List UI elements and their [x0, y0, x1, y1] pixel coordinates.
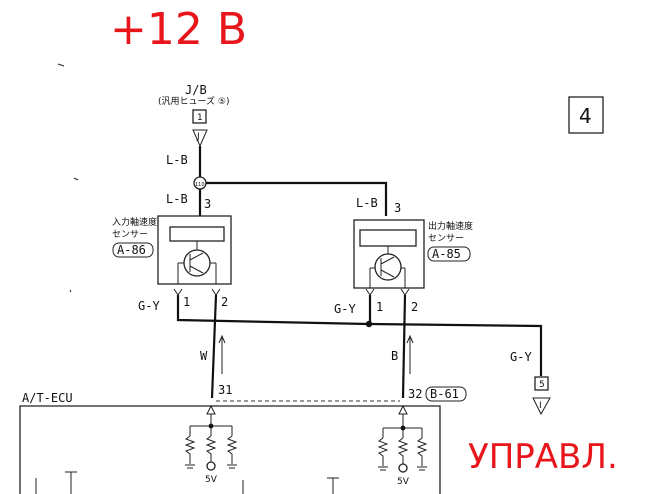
ecu-left-junction-dot	[208, 423, 214, 429]
annotation-plus-12v: +12 В	[110, 4, 247, 55]
fuse-box	[192, 109, 207, 124]
ecu-pin-31: 31	[218, 383, 232, 397]
output-sensor-code: A-85	[432, 247, 461, 261]
wire-label-b: B	[391, 349, 398, 363]
input-sensor-name-2: センサー	[112, 229, 148, 240]
input-sensor-code: A-86	[117, 243, 146, 257]
wire-signal-output	[401, 294, 407, 399]
ecu-right-ground-icon	[378, 466, 427, 471]
output-sensor-name-1: 出力軸速度	[428, 220, 473, 232]
input-sensor-pin-3: 3	[204, 197, 211, 211]
wire-label-lb-top: L-B	[166, 153, 188, 167]
ecu-pin-32-terminal-icon	[398, 404, 408, 428]
page-number: 4	[579, 104, 592, 128]
wire-ground-bus	[367, 322, 543, 376]
input-sensor-pin-2: 2	[221, 295, 228, 309]
ecu-bottom-terminals	[35, 471, 339, 494]
ecu-voltage-left: 5V	[205, 475, 218, 485]
input-sensor-code-box	[112, 242, 154, 258]
ecu-left-input-network	[184, 425, 238, 464]
ecu-connector-code: B-61	[430, 387, 459, 401]
input-sensor-pin-1: 1	[183, 295, 190, 309]
ground-letter: I	[539, 401, 542, 411]
ecu-left-supply-icon	[206, 461, 216, 471]
ecu-title: A/T-ECU	[22, 391, 73, 405]
fuse-box-number: 1	[197, 113, 203, 123]
input-sensor-element	[169, 226, 225, 242]
wire-label-lb-right: L-B	[356, 196, 378, 210]
fuse-connector-letter: J	[196, 132, 200, 142]
input-sensor-name-1: 入力軸速度	[112, 216, 157, 228]
ecu-box	[19, 405, 441, 494]
ecu-pin-31-terminal-icon	[206, 404, 216, 426]
ecu-right-supply-icon	[398, 463, 408, 473]
annotation-control: УПРАВЛ.	[468, 437, 618, 477]
wire-signal-input	[210, 294, 218, 399]
scan-specks	[57, 63, 79, 293]
output-sensor-internal-leads	[369, 267, 406, 288]
input-sensor-transistor-leads	[189, 252, 204, 274]
arrow-up-output-icon	[406, 334, 414, 374]
ecu-connector-code-box	[425, 386, 467, 402]
output-sensor-pin-marks	[365, 288, 410, 296]
ecu-right-junction-dot	[400, 425, 406, 431]
output-sensor-name-2: センサー	[428, 233, 464, 244]
wire-label-w: W	[200, 349, 208, 363]
wire-label-gy-right: G-Y	[510, 350, 532, 364]
ground-connector-icon	[532, 397, 551, 416]
arrow-up-input-icon	[218, 334, 226, 374]
output-sensor-transistor-icon	[374, 253, 402, 281]
ecu-voltage-right: 5V	[397, 477, 410, 487]
output-sensor-transistor-leads	[380, 256, 395, 278]
fuse-connector-icon	[192, 129, 208, 148]
ground-box	[534, 376, 549, 391]
output-sensor-element	[359, 229, 417, 247]
wire-label-gy-mid: G-Y	[334, 302, 356, 316]
wire-ground-input	[176, 295, 369, 326]
ecu-right-input-network	[377, 427, 428, 466]
output-sensor-pin-3: 3	[394, 201, 401, 215]
output-sensor-code-box	[427, 246, 471, 262]
wire-label-lb-left: L-B	[166, 192, 188, 206]
wire-label-gy-left: G-Y	[138, 299, 160, 313]
fuse-subtitle: (汎用ヒューズ ⑤)	[158, 95, 230, 107]
output-sensor-pin-1: 1	[376, 300, 383, 314]
input-sensor-transistor-icon	[183, 249, 211, 277]
ecu-left-ground-icon	[185, 464, 237, 469]
input-sensor-internal-leads	[177, 262, 217, 284]
fuse-title: J/B	[185, 83, 207, 97]
splice-label: 110	[195, 182, 205, 188]
output-sensor-pin-2: 2	[411, 300, 418, 314]
ecu-pin-32: 32	[408, 387, 422, 401]
ground-junction-dot	[365, 320, 373, 328]
wire-to-output-sensor	[206, 181, 388, 216]
ground-box-number: 5	[539, 380, 545, 390]
page-number-box	[568, 96, 604, 134]
input-sensor-pin-marks	[173, 288, 221, 296]
